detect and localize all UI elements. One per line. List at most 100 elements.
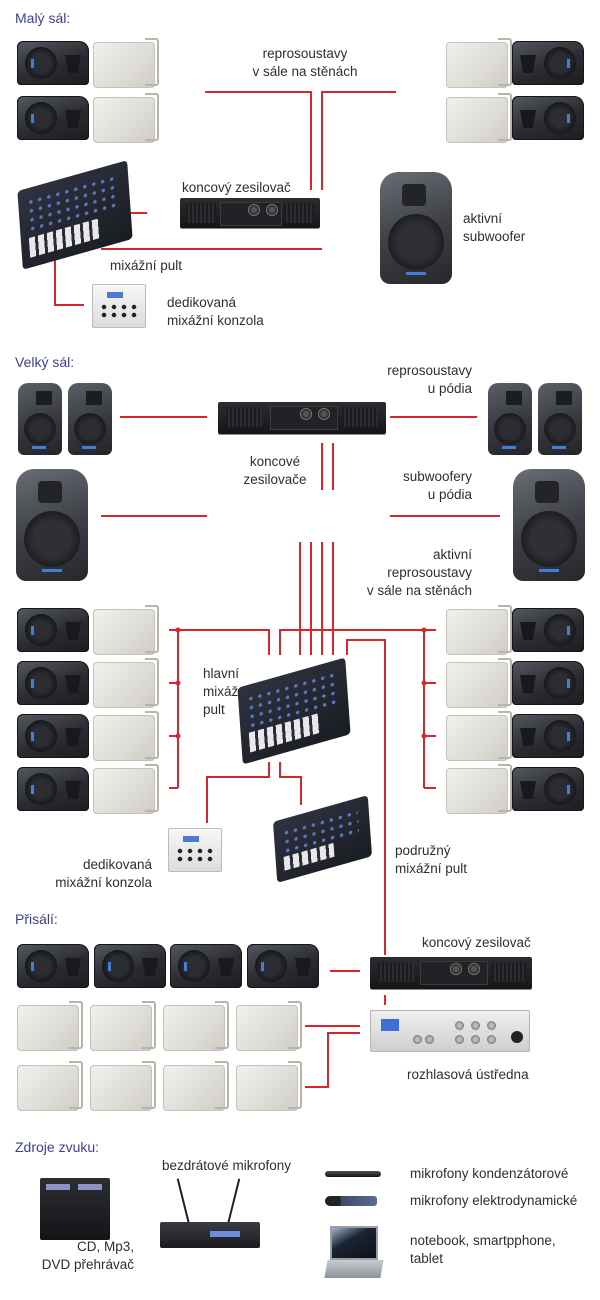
wall-speaker-icon	[446, 605, 512, 655]
wire	[279, 629, 436, 655]
label-line: tablet	[410, 1251, 444, 1266]
wire	[206, 762, 270, 823]
wall-speaker-icon	[90, 1061, 156, 1111]
passive-speaker-icon	[17, 714, 89, 758]
label-line: subwoofery	[402, 469, 472, 484]
passive-speaker-icon	[17, 41, 89, 85]
wall-speaker-icon	[90, 1001, 156, 1051]
label-line: v sále na stěnách	[252, 64, 358, 79]
power-amplifier-icon	[370, 957, 532, 989]
wall-speaker-icon	[236, 1001, 302, 1051]
passive-speaker-icon	[512, 96, 584, 140]
wall-speaker-icon	[93, 93, 159, 143]
label-line: hlavní	[203, 666, 240, 681]
label-line: dedikovaná	[167, 295, 237, 310]
wire	[205, 91, 312, 190]
label-console: dedikovaná mixážní konzola	[167, 294, 264, 330]
label-stage-speakers: reprosoustavy u pódia	[370, 362, 472, 398]
stage-speaker-icon	[18, 383, 62, 455]
wireless-receiver-icon	[160, 1222, 260, 1248]
passive-speaker-icon	[512, 714, 584, 758]
main-mixing-console-icon	[237, 657, 351, 765]
label-line: DVD přehrávač	[41, 1257, 134, 1272]
dynamic-mic-icon	[325, 1196, 377, 1206]
label-line: CD, Mp3,	[76, 1239, 134, 1254]
label-line: aktivní	[463, 211, 503, 226]
wire-junction	[175, 680, 181, 686]
label-dynamic-mics: mikrofony elektrodynamické	[410, 1193, 578, 1208]
passive-speaker-icon	[17, 608, 89, 652]
wire-junction	[421, 627, 427, 633]
section-title-maly-sal: Malý sál:	[15, 10, 71, 26]
passive-speaker-icon	[17, 944, 89, 988]
label-line: reprosoustavy	[387, 565, 472, 580]
label-line: u pódia	[427, 487, 472, 502]
cd-player-icon	[40, 1178, 110, 1240]
wire	[321, 91, 396, 190]
laptop-icon	[324, 1226, 384, 1282]
wall-speaker-icon	[17, 1061, 83, 1111]
passive-speaker-icon	[94, 944, 166, 988]
wall-speaker-icon	[446, 38, 512, 88]
subwoofer-icon	[513, 469, 585, 581]
label-cd-player: CD, Mp3, DVD přehrávač	[30, 1238, 134, 1274]
label-console: dedikovaná mixážní konzola	[40, 856, 152, 892]
label-amplifiers: koncové zesilovače	[235, 453, 315, 489]
label-line: v sále na stěnách	[366, 583, 472, 598]
label-line: mixážní konzola	[167, 313, 264, 328]
label-condenser-mics: mikrofony kondenzátorové	[410, 1166, 569, 1181]
dedicated-console-icon	[92, 284, 146, 328]
wire	[169, 629, 270, 655]
passive-speaker-icon	[17, 661, 89, 705]
mixing-console-icon	[17, 160, 133, 270]
wire	[305, 1032, 360, 1088]
power-amplifier-icon	[218, 402, 386, 434]
passive-speaker-icon	[512, 608, 584, 652]
pa-system-icon	[370, 1010, 530, 1052]
label-devices: notebook, smartpphone, tablet	[410, 1232, 556, 1268]
stage-speaker-icon	[68, 383, 112, 455]
label-active-wall-speakers: aktivní reprosoustavy v sále na stěnách	[330, 546, 472, 600]
subwoofer-icon	[16, 469, 88, 581]
wall-speaker-icon	[446, 658, 512, 708]
active-subwoofer-icon	[380, 172, 452, 284]
wall-speaker-icon	[93, 711, 159, 761]
wire	[279, 762, 302, 805]
section-title-prisali: Přisálí:	[15, 911, 58, 927]
label-wall-speakers: reprosoustavy v sále na stěnách	[235, 45, 375, 81]
wall-speaker-icon	[93, 605, 159, 655]
label-line: u pódia	[427, 381, 472, 396]
wall-speaker-icon	[93, 764, 159, 814]
wire	[54, 258, 84, 306]
label-line: notebook, smartpphone,	[410, 1233, 556, 1248]
label-line: subwoofer	[463, 229, 526, 244]
label-active-subwoofer: aktivní subwoofer	[463, 210, 525, 246]
section-title-zdroje: Zdroje zvuku:	[15, 1139, 100, 1155]
wall-speaker-icon	[163, 1061, 229, 1111]
label-amplifier: koncový zesilovač	[422, 935, 531, 950]
label-sub-mixer: podružný mixážní pult	[395, 842, 467, 878]
label-line: mixážní pult	[395, 861, 468, 876]
passive-speaker-icon	[170, 944, 242, 988]
label-stage-subwoofers: subwoofery u pódia	[370, 468, 472, 504]
wire-junction	[421, 733, 427, 739]
label-amplifier: koncový zesilovač	[182, 180, 291, 195]
wall-speaker-icon	[236, 1061, 302, 1111]
condenser-mic-icon	[325, 1171, 381, 1177]
wall-speaker-icon	[446, 93, 512, 143]
passive-speaker-icon	[512, 41, 584, 85]
wall-speaker-icon	[93, 38, 159, 88]
label-mixer: mixážní pult	[110, 258, 183, 273]
passive-speaker-icon	[512, 661, 584, 705]
label-line: zesilovače	[243, 472, 307, 487]
wall-speaker-icon	[163, 1001, 229, 1051]
wire-junction	[175, 627, 181, 633]
label-line: aktivní	[432, 547, 472, 562]
section-title-velky-sal: Velký sál:	[15, 354, 75, 370]
wall-speaker-icon	[446, 764, 512, 814]
passive-speaker-icon	[17, 96, 89, 140]
power-amplifier-icon	[180, 198, 320, 228]
wall-speaker-icon	[93, 658, 159, 708]
label-line: reprosoustavy	[387, 363, 472, 378]
passive-speaker-icon	[17, 767, 89, 811]
